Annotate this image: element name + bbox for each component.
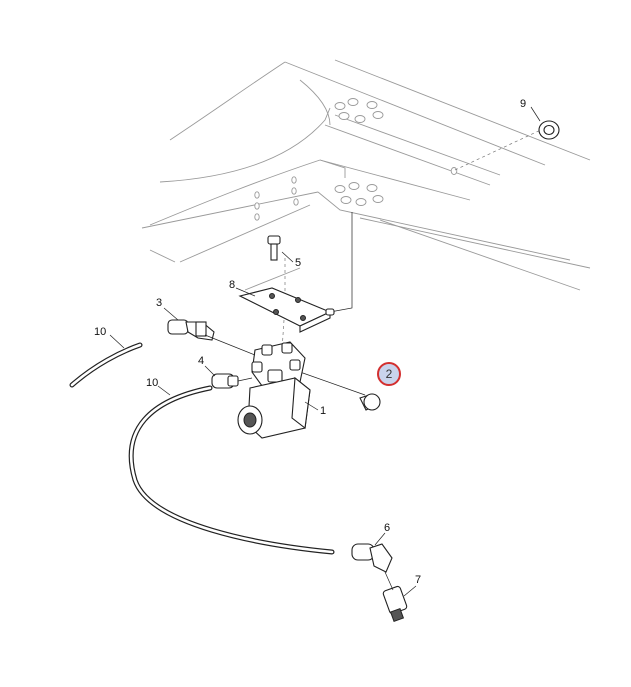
callout-labels: 1 3 4 5 6 7 8 9 10 10 [94,98,526,586]
callout-10-upper: 10 [94,326,106,338]
callout-9: 9 [520,98,526,110]
highlighted-callout-2[interactable]: 2 [377,362,401,386]
callout-5: 5 [295,257,301,269]
bolt-part-5 [267,235,294,263]
highlight-ring [377,362,401,386]
callout-8: 8 [229,279,235,291]
valve-block-part-1 [237,341,319,439]
bracket-part-8 [235,287,335,333]
elbow-fitting-part-6 [351,532,393,573]
callout-3: 3 [156,297,162,309]
callout-4: 4 [198,355,204,367]
callout-2: 2 [386,367,393,381]
assembly-lines [281,127,546,396]
callout-10-lower: 10 [146,377,158,389]
callout-1: 1 [320,405,326,417]
hose-part-10-upper [69,334,143,388]
callout-7: 7 [415,574,421,586]
hose-part-10-lower [128,385,335,555]
elbow-fitting-part-3 [163,307,256,356]
chassis-frame [141,59,591,291]
callout-6: 6 [384,522,390,534]
plug-part-2 [359,393,381,411]
grommet-part-9 [530,106,560,140]
straight-fitting-part-4 [204,365,253,389]
sensor-part-7 [382,571,417,623]
